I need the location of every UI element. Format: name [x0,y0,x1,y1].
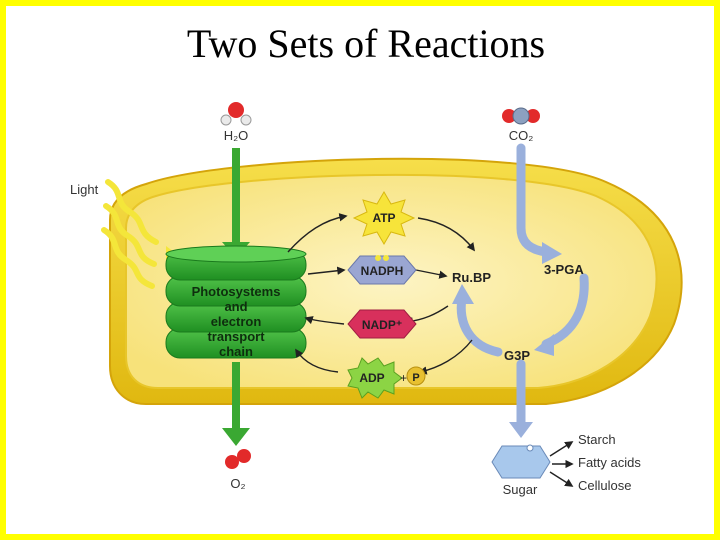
photosystems-label: Photosystems and electron transport chai… [192,284,281,359]
nadph-electron-1 [375,255,381,261]
phosphate-icon [406,366,426,386]
slide-title: Two Sets of Reactions [186,21,546,66]
sugar-oxygen-atom [526,444,534,452]
adp-label: ADP [359,371,384,385]
adp-icon [347,357,403,399]
carbon-dioxide-molecule-icon [502,107,540,125]
atp-label: ATP [372,211,395,225]
pga-arrowhead [542,242,562,264]
nadp-plus-icon [347,309,417,339]
water-molecule-icon [220,102,252,126]
oxygen-label: O₂ [230,476,245,491]
product-cellulose: Cellulose [578,478,631,493]
carbon-dioxide-label: CO₂ [509,128,534,143]
light-rays [101,179,159,289]
photosystems-line-1: Photosystems [192,284,281,299]
phosphate-label: P [412,372,419,384]
atp-star-icon [352,191,416,245]
g3p-arrowhead [534,334,554,356]
photosystems-stack [165,245,307,359]
light-label: Light [70,182,99,197]
water-label: H₂O [224,128,249,143]
sugar-arrowhead [509,422,533,438]
g3p-label: G3P [504,348,530,363]
photosystems-line-3: electron [211,314,262,329]
sugar-label: Sugar [503,482,538,497]
rubp-label: Ru.BP [452,270,491,285]
water-flow-arrow [232,148,240,248]
calvin-cycle-arrows [456,143,589,431]
oxygen-flow-arrow [232,362,240,432]
nadph-label: NADPH [361,264,404,278]
rubp-arrowhead [452,284,474,304]
nadph-electron-2 [383,255,389,261]
product-starch: Starch [578,432,616,447]
nadp-plus-label: NADP⁺ [362,318,402,332]
photosystems-line-4: transport [207,329,265,344]
product-arrows [549,441,574,487]
photosystems-line-5: chain [219,344,253,359]
photosystems-line-2: and [224,299,247,314]
oxygen-flow-arrowhead [222,428,250,446]
sugar-hexagon-icon [491,445,551,479]
nadph-icon [347,255,417,285]
pga-label: 3-PGA [544,262,584,277]
oxygen-molecule-icon [225,449,251,469]
photosynthesis-diagram: Light Photosystems and electron transpor… [70,102,683,497]
plus-sign: + [400,371,407,385]
product-fatty-acids: Fatty acids [578,455,641,470]
